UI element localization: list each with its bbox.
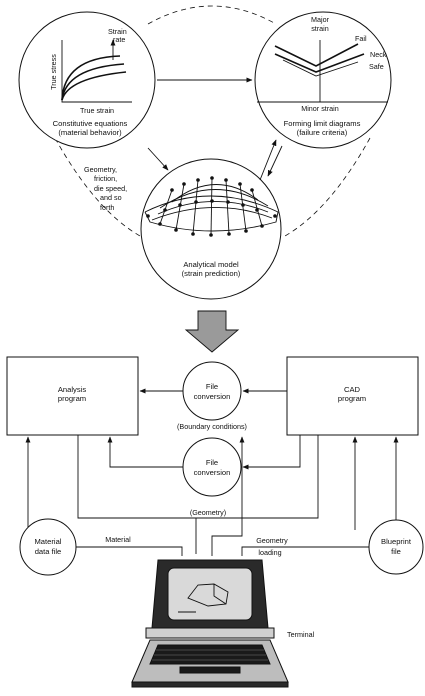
cad-program-box: CAD program <box>286 356 419 436</box>
geometry-label: (Geometry) <box>190 508 226 517</box>
screen-part-sketch <box>187 583 229 607</box>
svg-text:File: File <box>206 458 218 467</box>
constitutive-equations-node: True stress True strain Strain rate Cons… <box>18 11 156 149</box>
stress-strain-curve-3 <box>61 71 127 101</box>
svg-text:file: file <box>391 547 401 556</box>
constitutive-subtitle: (material behavior) <box>58 128 122 137</box>
svg-text:CAD: CAD <box>344 385 361 394</box>
svg-text:program: program <box>58 394 86 403</box>
constitutive-to-model-arrow <box>147 147 169 171</box>
conversion2-to-analysis-arrow <box>107 436 183 468</box>
blueprint-file-node: Blueprint file <box>368 519 424 575</box>
neck-curve-label: Neck <box>370 50 387 59</box>
svg-text:Material: Material <box>34 537 61 546</box>
geometry-loading-label-2: loading <box>258 548 281 557</box>
material-to-terminal-line <box>76 546 183 556</box>
svg-text:friction,: friction, <box>94 174 117 183</box>
model-inputs-label: Geometry, friction, die speed, and so fo… <box>84 165 127 212</box>
analytical-model-node: Analytical model (strain prediction) <box>140 158 282 300</box>
svg-text:forth: forth <box>100 203 114 212</box>
terminal-label: Terminal <box>287 630 315 639</box>
svg-text:conversion: conversion <box>194 392 231 401</box>
terminal-computer <box>131 559 289 688</box>
analytical-model-title: Analytical model <box>183 260 239 269</box>
material-data-file-node: Material data file <box>19 518 77 576</box>
flc-to-model-arrow <box>267 145 283 177</box>
flc-subtitle: (failure criteria) <box>297 128 348 137</box>
minor-strain-axis-label: Minor strain <box>301 104 339 113</box>
material-label: Material <box>105 535 131 544</box>
true-stress-axis-label: True stress <box>49 54 58 90</box>
forming-limit-diagrams-node: Major strain Fail Neck Safe Minor strain… <box>254 11 392 149</box>
dashed-link-arc <box>147 5 277 25</box>
stress-strain-curve-2 <box>61 63 125 101</box>
svg-text:Geometry,: Geometry, <box>84 165 117 174</box>
stress-strain-curve-1 <box>61 55 121 101</box>
terminal-screen <box>167 567 253 621</box>
cad-to-conversion2-arrow <box>242 435 301 470</box>
geometry-loading-label-1: Geometry <box>256 536 288 545</box>
svg-text:and so: and so <box>100 193 122 202</box>
dashed-link-right <box>284 137 371 237</box>
strain-rate-label-1: Strain <box>108 27 127 36</box>
svg-text:Analysis: Analysis <box>58 385 86 394</box>
svg-text:program: program <box>338 394 366 403</box>
geometry-loading-line <box>241 546 370 556</box>
model-to-flc-arrow <box>259 139 277 181</box>
terminal-to-cad-arrow <box>211 436 245 556</box>
screen-part-edge <box>213 584 227 605</box>
major-strain-label-2: strain <box>311 24 329 33</box>
flow-down-arrow <box>184 310 240 353</box>
svg-text:conversion: conversion <box>194 468 231 477</box>
constitutive-title: Constitutive equations <box>53 119 128 128</box>
fail-curve <box>274 43 359 67</box>
strain-mesh-dome <box>144 176 279 237</box>
strain-rate-label-2: rate <box>113 35 125 44</box>
file-conversion-geometry-node: File conversion <box>182 437 242 497</box>
svg-text:File: File <box>206 382 218 391</box>
dashed-link-left <box>54 137 141 237</box>
file-conversion-boundary-node: File conversion (Boundary conditions) <box>177 361 247 431</box>
boundary-conditions-label: (Boundary conditions) <box>177 422 247 431</box>
geometry-bus-line <box>77 435 319 519</box>
svg-text:data file: data file <box>35 547 62 556</box>
major-strain-label-1: Major <box>311 15 330 24</box>
true-strain-axis-label: True strain <box>80 106 114 115</box>
svg-text:Blueprint: Blueprint <box>381 537 412 546</box>
analysis-program-box: Analysis program <box>6 356 139 436</box>
neck-curve <box>274 53 365 73</box>
fail-curve-label: Fail <box>355 34 367 43</box>
svg-text:die speed,: die speed, <box>94 184 127 193</box>
constitutive-axes <box>61 40 132 103</box>
analytical-model-subtitle: (strain prediction) <box>182 269 241 278</box>
keyboard-spacebar <box>179 666 241 674</box>
safe-curve-label: Safe <box>369 62 384 71</box>
flc-title: Forming limit diagrams <box>284 119 361 128</box>
safe-curve <box>282 59 359 77</box>
keyboard-keys <box>149 644 271 665</box>
